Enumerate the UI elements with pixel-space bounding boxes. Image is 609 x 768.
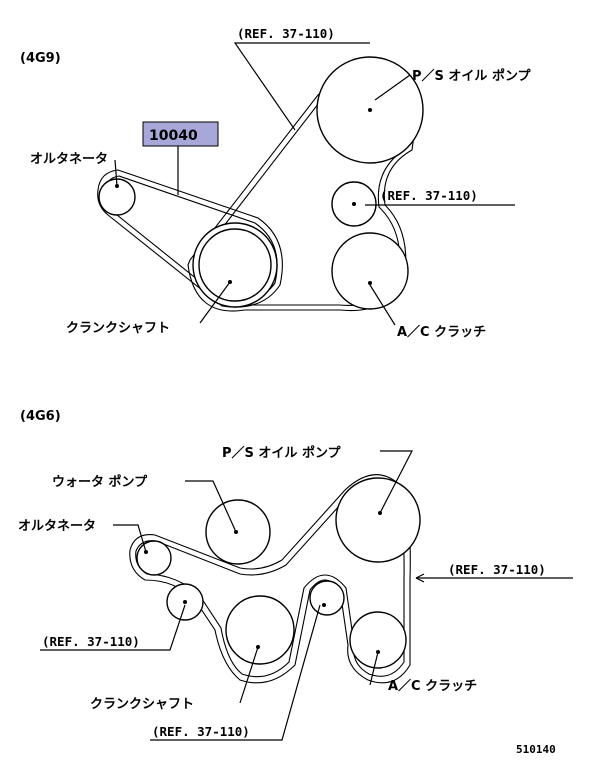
engine-title-4g9: (4G9) (20, 51, 61, 66)
leader-water-pump (185, 480, 237, 533)
part-number: 10040 (149, 128, 198, 144)
label-crankshaft-top: クランクシャフト (66, 321, 170, 336)
leader-ps-pump (374, 74, 411, 101)
ref-mid: (REF. 37-110) (380, 188, 478, 203)
alternator-pulley-4g6 (136, 540, 172, 576)
part-number-badge[interactable]: 10040 (142, 121, 219, 147)
diagram-4g9: (4G9) (20, 26, 532, 340)
leader-ps-pump-4g6 (379, 450, 413, 514)
label-ac-clutch-top: A／C クラッチ (397, 324, 486, 340)
ref-right: (REF. 37-110) (448, 562, 546, 577)
idler-pulley-top (331, 181, 377, 227)
idler-pulley-right-4g6 (309, 580, 345, 616)
leader-alternator-4g6 (113, 524, 147, 553)
leader-ac-clutch-4g6 (369, 651, 379, 686)
arrow-ref-right (415, 573, 425, 583)
ref-top: (REF. 37-110) (237, 26, 335, 41)
footer-code: 510140 (516, 743, 556, 756)
water-pump-pulley (205, 499, 271, 565)
leader-ref-bottom (150, 604, 321, 741)
engine-title-4g6: (4G6) (20, 409, 61, 424)
label-ps-pump-bottom: P／S オイル ポンプ (222, 445, 342, 461)
ps-pump-pulley-4g6 (335, 477, 421, 563)
crankshaft-pulley (192, 222, 278, 308)
label-crankshaft-bottom: クランクシャフト (90, 697, 194, 712)
diagram-4g6: (4G6) (18, 409, 573, 741)
idler-pulley-left-4g6 (166, 583, 204, 621)
ref-left: (REF. 37-110) (42, 634, 140, 649)
leader-alternator (114, 159, 118, 187)
leader-ref-top (233, 42, 370, 131)
alt-belt-outer (97, 169, 283, 308)
ac-clutch-pulley (331, 232, 409, 310)
label-alternator-bottom: オルタネータ (18, 519, 96, 534)
label-ac-clutch-bottom: A／C クラッチ (388, 678, 477, 694)
leader-ref-left (40, 604, 186, 651)
ref-bottom: (REF. 37-110) (152, 724, 250, 739)
crankshaft-pulley-4g6 (225, 595, 295, 665)
ps-pump-pulley (316, 56, 424, 164)
leader-crankshaft (199, 281, 231, 324)
leader-crankshaft-4g6 (239, 646, 259, 704)
label-ps-pump-top: P／S オイル ポンプ (412, 68, 532, 84)
label-alternator-top: オルタネータ (30, 152, 108, 167)
label-water-pump: ウォータ ポンプ (52, 474, 148, 490)
leader-ac-clutch (369, 284, 396, 326)
ac-clutch-pulley-4g6 (349, 611, 407, 669)
